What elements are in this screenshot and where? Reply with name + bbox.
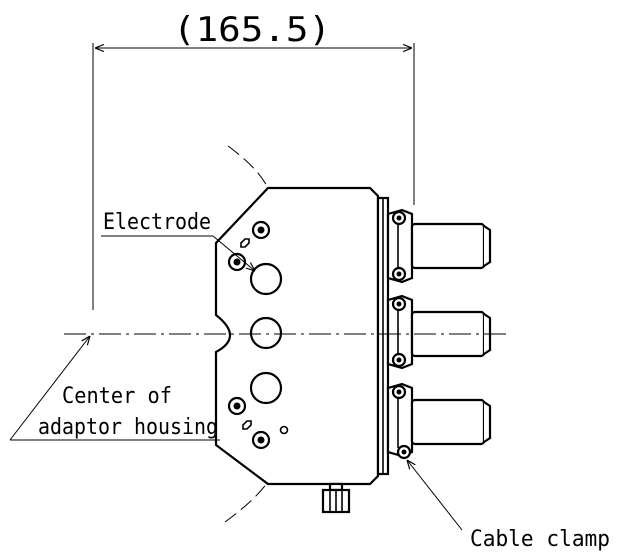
- cable-clamp-callout: Cable clamp: [407, 460, 610, 552]
- electrode-leader: [212, 235, 255, 271]
- bottom-fitting: [321, 482, 351, 514]
- electrode-hole-lower: [249, 371, 283, 405]
- overall-dimension: (165.5): [92, 10, 415, 310]
- center-leader: [9, 336, 90, 441]
- adaptor-body: [214, 186, 390, 486]
- electrode-label: Electrode: [103, 210, 211, 235]
- center-label-line1: Center of: [62, 384, 172, 409]
- center-label-line2: adaptor housing: [38, 415, 218, 440]
- adaptor-body-outline: [214, 186, 380, 486]
- center-callout: Center of adaptor housing: [9, 336, 220, 441]
- housing-arc-bottom: [224, 482, 268, 523]
- cable-clamp-assembly-middle: [386, 294, 492, 370]
- electrode-hole-center: [249, 316, 283, 350]
- cable-clamp-assembly-top: [386, 208, 492, 284]
- cable-clamp-label: Cable clamp: [470, 527, 610, 552]
- cable-clamp-leader: [407, 460, 463, 531]
- body-screws: [227, 220, 289, 450]
- electrode-callout: Electrode: [101, 210, 255, 271]
- housing-arc-top: [227, 145, 269, 189]
- dimension-value: (165.5): [173, 10, 331, 50]
- electrode-hole-upper: [249, 262, 283, 296]
- cable-clamp-assembly-bottom: [386, 382, 492, 460]
